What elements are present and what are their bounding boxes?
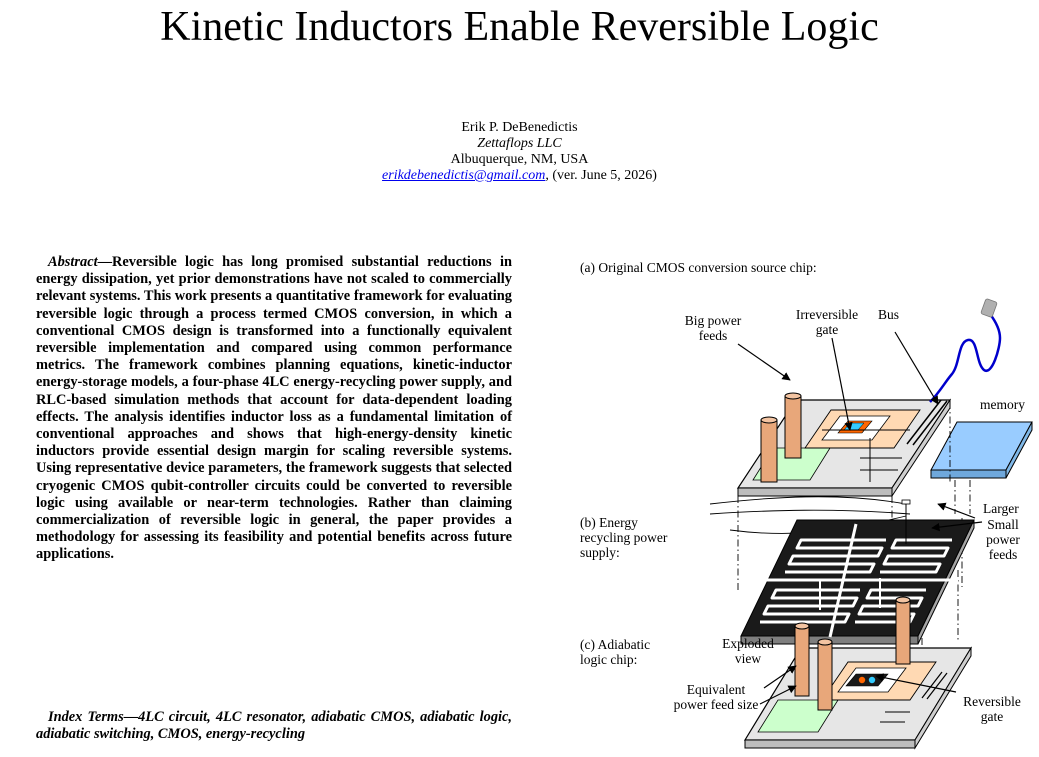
abstract: Abstract—Reversible logic has long promi… — [36, 254, 512, 564]
version-note: , (ver. June 5, 2026) — [545, 168, 657, 183]
author-affiliation: Zettaflops LLC — [477, 136, 562, 151]
annotation-arrows — [737, 331, 983, 705]
label-equivalent-feed-size: Equivalent power feed size — [673, 682, 759, 712]
label-small-power-feeds: Small power feeds — [986, 517, 1020, 562]
energy-recycling-supply — [740, 519, 975, 645]
figure-drawing — [709, 298, 1033, 750]
label-big-power-feeds: Big power feeds — [684, 313, 742, 343]
abstract-dash: — — [97, 254, 112, 270]
author-block: Erik P. DeBenedictis Zettaflops LLC Albu… — [0, 120, 1039, 184]
equivalent-power-feeds — [794, 596, 911, 711]
label-larger: Larger — [983, 501, 1019, 516]
source-chip — [736, 398, 952, 498]
label-exploded-view: Exploded view — [722, 636, 774, 666]
caption-c: (c) Adiabatic logic chip: — [580, 637, 651, 667]
caption-b: (b) Energy recycling power supply: — [580, 515, 668, 560]
author-location: Albuquerque, NM, USA — [450, 152, 589, 167]
label-memory: memory — [980, 397, 1025, 412]
memory-chip — [930, 421, 1033, 479]
bus-cable — [929, 313, 1002, 403]
bus-line — [906, 399, 942, 445]
label-reversible-gate: Reversible gate — [963, 694, 1021, 724]
label-irreversible-gate: Irreversible gate — [795, 307, 859, 337]
index-terms: Index Terms—4LC circuit, 4LC resonator, … — [36, 709, 512, 743]
supply-power-feed-posts — [819, 499, 911, 610]
figure-cmos-conversion: (a) Original CMOS conversion source chip… — [560, 252, 1039, 757]
abstract-lead: Abstract — [48, 254, 98, 270]
abstract-body: Reversible logic has long promised subst… — [36, 254, 512, 563]
author-contact: erikdebenedictis@gmail.com, (ver. June 5… — [0, 168, 1039, 184]
abstract-paragraph: Abstract—Reversible logic has long promi… — [36, 254, 512, 564]
caption-a: (a) Original CMOS conversion source chip… — [580, 260, 817, 275]
big-power-feeds — [760, 392, 802, 483]
bus-connector — [980, 298, 998, 318]
paper-title: Kinetic Inductors Enable Reversible Logi… — [160, 4, 879, 50]
label-bus: Bus — [878, 307, 900, 322]
author-email-link[interactable]: erikdebenedictis@gmail.com — [382, 168, 546, 183]
author-name: Erik P. DeBenedictis — [461, 120, 578, 135]
